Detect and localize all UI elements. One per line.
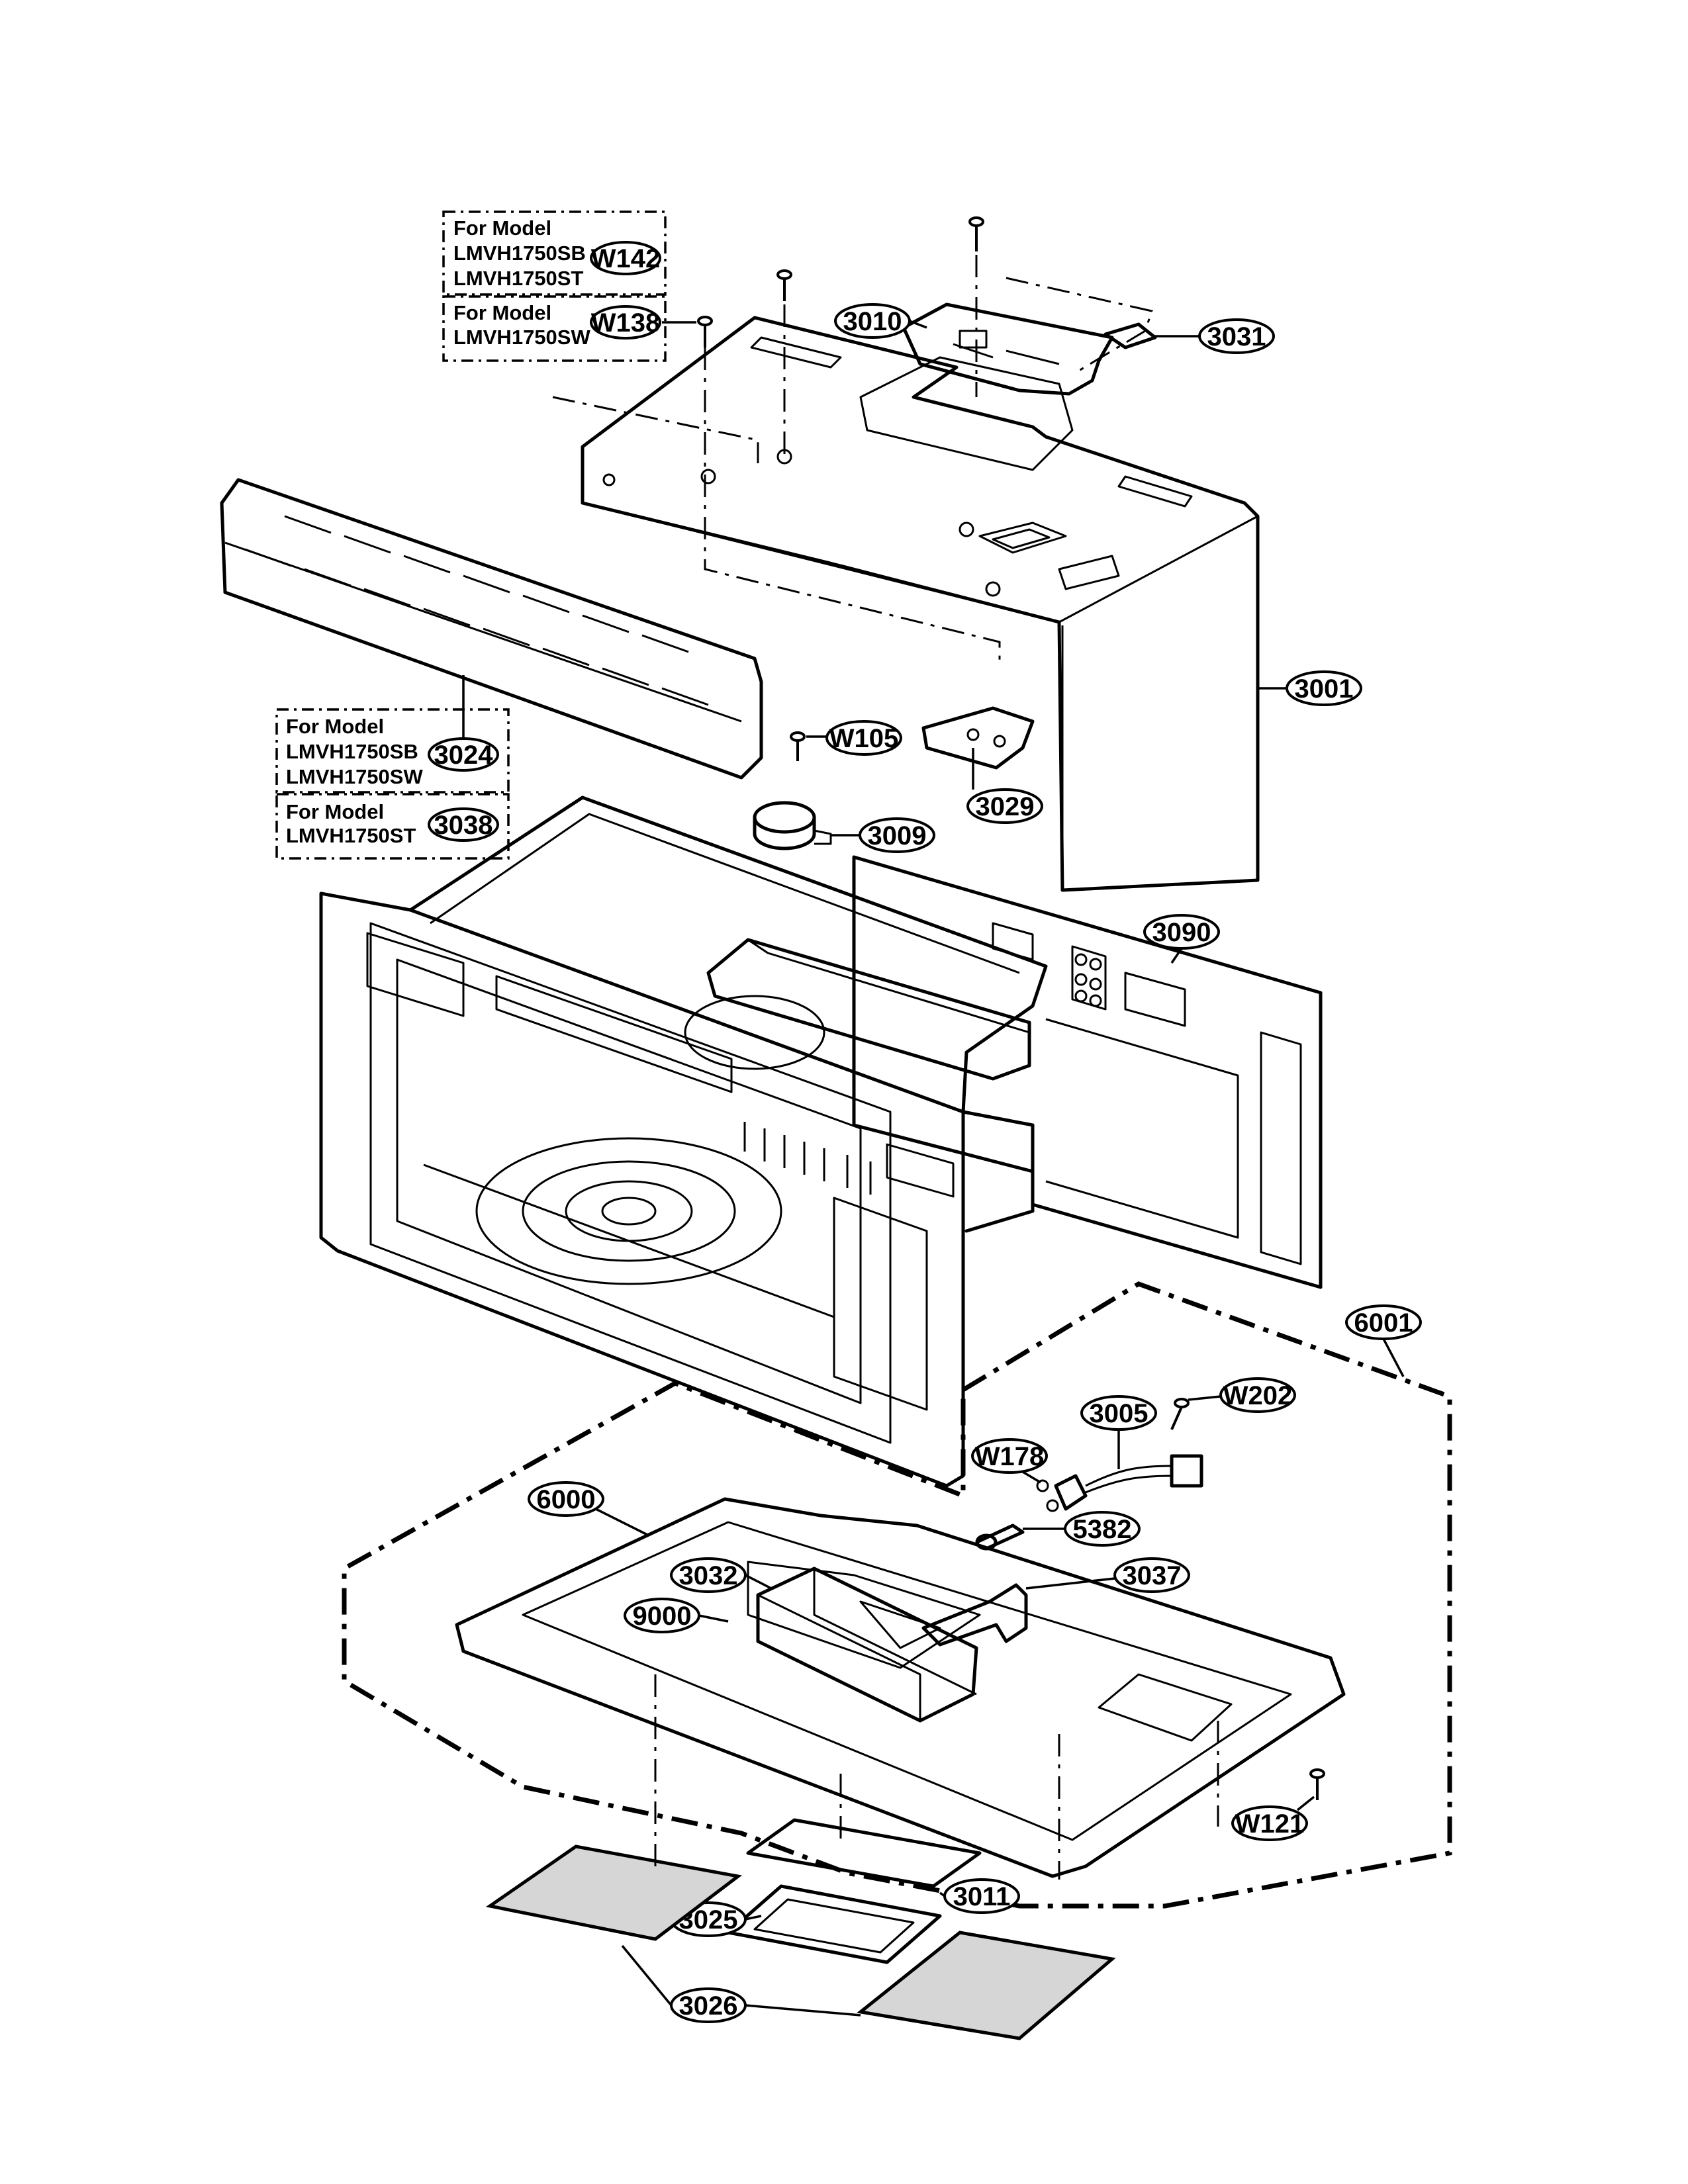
bracket-3029 — [921, 706, 1035, 770]
module-3032 — [756, 1567, 978, 1723]
motor-3009 — [753, 801, 832, 850]
left-box-model-1: LMVH1750SB — [286, 740, 418, 763]
left-box-label-1: For Model — [286, 715, 384, 738]
screw-w202 — [1170, 1398, 1190, 1430]
top-box-model-3: LMVH1750SW — [453, 326, 590, 349]
model-note-box-top: For Model LMVH1750SB LMVH1750ST W142 For… — [442, 210, 667, 362]
top-box-label-1: For Model — [453, 216, 551, 240]
top-box-label-2: For Model — [453, 301, 551, 324]
callout-3009: 3009 — [868, 821, 927, 850]
callout-9000: 9000 — [633, 1602, 692, 1631]
top-box-model-2: LMVH1750ST — [453, 267, 583, 290]
harness-3005 — [1036, 1454, 1203, 1512]
callout-3026: 3026 — [679, 1991, 738, 2021]
cover-3011 — [746, 1818, 982, 1888]
callout-3010: 3010 — [843, 307, 902, 336]
callout-w142: W142 — [591, 244, 661, 273]
top-box-model-1: LMVH1750SB — [453, 242, 586, 265]
vent-grille-3024 — [220, 478, 763, 780]
callout-6001: 6001 — [1354, 1308, 1413, 1338]
grease-filter-left-3026 — [485, 1844, 743, 1941]
callout-3090: 3090 — [1152, 918, 1211, 947]
callout-6000: 6000 — [537, 1485, 596, 1514]
base-plate-6000 — [455, 1497, 1346, 1878]
thermistor-5382 — [975, 1524, 1025, 1551]
callout-w178: W178 — [975, 1442, 1045, 1471]
screw-c — [697, 316, 713, 347]
left-box-model-2: LMVH1750SW — [286, 765, 423, 788]
callout-3037: 3037 — [1123, 1561, 1182, 1590]
model-note-box-left: For Model LMVH1750SB LMVH1750SW 3024 For… — [275, 708, 510, 860]
callout-3011: 3011 — [953, 1882, 1011, 1911]
callout-3029: 3029 — [976, 792, 1035, 821]
frame-3025 — [726, 1884, 942, 1964]
callout-w138: W138 — [591, 308, 661, 338]
left-box-label-2: For Model — [286, 800, 384, 823]
callout-3032: 3032 — [679, 1561, 738, 1590]
screw-w105 — [790, 731, 806, 761]
callout-w121: W121 — [1235, 1809, 1305, 1839]
group-outline-6001 — [342, 1281, 1452, 1909]
callout-3031: 3031 — [1207, 322, 1266, 351]
clip-3031 — [1103, 322, 1157, 349]
callout-3024: 3024 — [434, 741, 494, 770]
screws-top — [662, 216, 984, 347]
callout-3038: 3038 — [434, 811, 493, 840]
bracket-3037 — [921, 1583, 1028, 1647]
callout-w105: W105 — [829, 724, 899, 753]
callout-5382: 5382 — [1073, 1515, 1132, 1544]
top-bracket-3010 — [859, 302, 1114, 471]
oven-cavity — [319, 796, 1048, 1488]
callout-3001: 3001 — [1295, 674, 1354, 704]
left-box-model-3: LMVH1750ST — [286, 824, 416, 847]
outer-cabinet-3001 — [552, 255, 1260, 892]
grease-filter-right-3026 — [857, 1931, 1116, 2040]
screw-a — [968, 216, 984, 251]
screw-w121 — [1309, 1768, 1325, 1800]
callout-w202: W202 — [1223, 1381, 1293, 1410]
screw-b — [776, 269, 792, 301]
callout-3005: 3005 — [1090, 1399, 1149, 1428]
